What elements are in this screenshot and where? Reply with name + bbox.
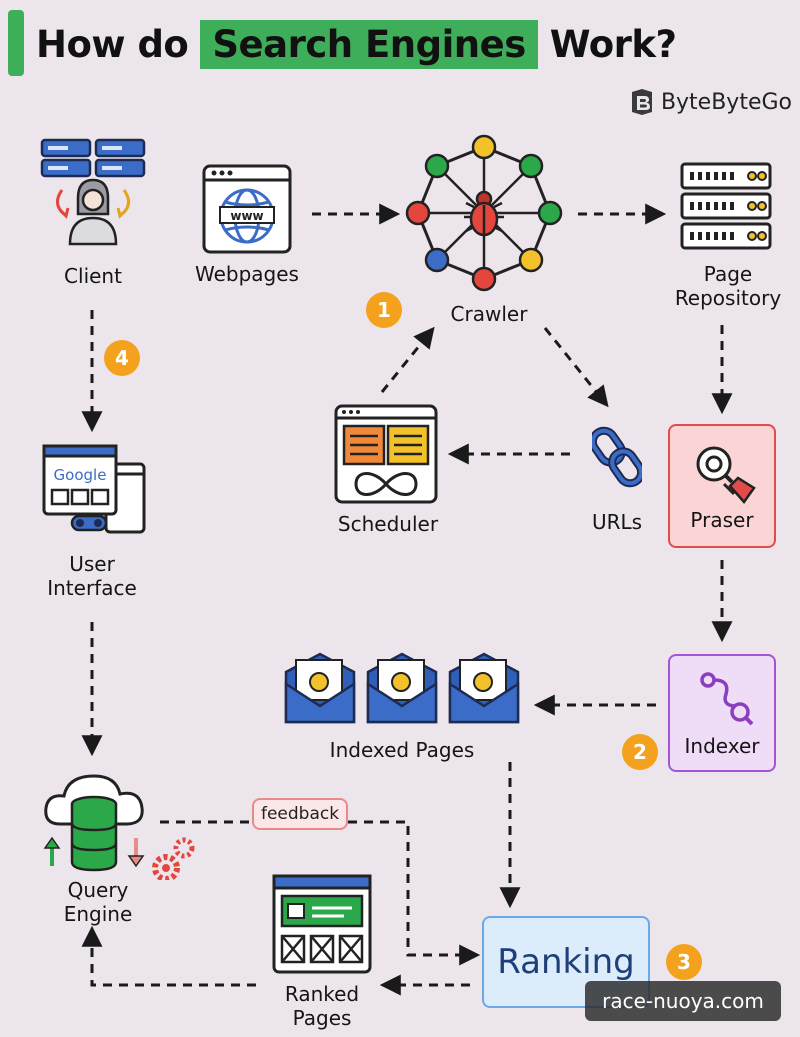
ranked-pages-icon xyxy=(272,874,372,974)
user-interface-icon: Google xyxy=(42,444,146,534)
page-repository-label-line2: Repository xyxy=(674,286,782,310)
step-3-badge: 3 xyxy=(666,944,702,980)
webpages-icon: www xyxy=(202,164,292,254)
user-interface-label-line2: Interface xyxy=(47,576,137,600)
feedback-tag: feedback xyxy=(252,798,348,830)
title-prefix: How do xyxy=(36,22,189,66)
ranked-pages-label-line2: Pages xyxy=(292,1006,352,1030)
arrow-scheduler-to-crawler xyxy=(380,326,435,393)
ranking-label: Ranking xyxy=(497,942,635,982)
indexed-pages-label: Indexed Pages xyxy=(329,738,475,762)
user-interface-label-line1: User xyxy=(69,552,115,576)
page-repository-label-line1: Page xyxy=(703,262,753,286)
indexer-box: Indexer xyxy=(668,654,776,772)
step-4-badge: 4 xyxy=(104,340,140,376)
step-1-badge: 1 xyxy=(366,292,402,328)
ranked-pages-label-line1: Ranked xyxy=(284,982,360,1006)
arrow-ranked-pages-to-query-engine xyxy=(81,925,256,987)
praser-label: Praser xyxy=(690,508,754,532)
client-icon xyxy=(40,138,146,246)
page-title: How do Search Engines Work? xyxy=(36,12,677,76)
query-engine-icon xyxy=(43,774,195,880)
link-icon xyxy=(592,426,642,488)
webpages-label: Webpages xyxy=(195,262,299,286)
urls-label: URLs xyxy=(591,510,643,534)
arrow-query-engine-feedback-to-ranking xyxy=(160,820,476,955)
title-highlight: Search Engines xyxy=(200,19,538,69)
query-engine-label-line1: Query xyxy=(67,878,129,902)
scheduler-icon xyxy=(334,404,438,504)
arrow-crawler-to-urls xyxy=(543,327,609,408)
client-label: Client xyxy=(64,264,122,288)
page-repository-label: Page Repository xyxy=(658,262,798,310)
praser-box: Praser xyxy=(668,424,776,548)
watermark: race-nuoya.com xyxy=(585,981,781,1021)
google-text: Google xyxy=(54,466,107,484)
server-icon xyxy=(680,162,772,250)
indexed-pages-icon xyxy=(284,652,520,724)
title-suffix: Work? xyxy=(549,22,677,66)
scheduler-label: Scheduler xyxy=(337,512,439,536)
query-engine-label-line2: Engine xyxy=(63,902,133,926)
brand: ByteByteGo xyxy=(629,88,792,116)
parser-magnifier-icon xyxy=(696,446,756,505)
ranked-pages-label: Ranked Pages xyxy=(252,982,392,1030)
bytebytego-logo-icon xyxy=(631,89,652,115)
crawler-icon xyxy=(405,134,563,292)
brand-name: ByteByteGo xyxy=(660,89,792,115)
user-interface-label: User Interface xyxy=(22,552,162,600)
title-accent-bar xyxy=(8,10,24,76)
indexer-path-icon xyxy=(700,672,754,726)
indexer-label: Indexer xyxy=(684,734,760,758)
www-text: www xyxy=(230,209,263,223)
query-engine-label: Query Engine xyxy=(28,878,168,926)
crawler-label: Crawler xyxy=(450,302,528,326)
step-2-badge: 2 xyxy=(622,734,658,770)
